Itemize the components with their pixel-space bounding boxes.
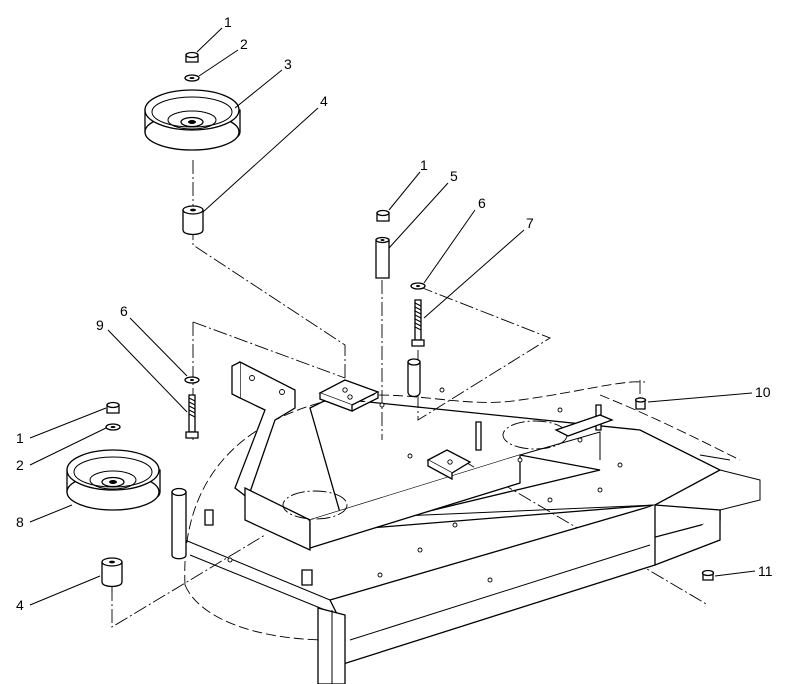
callout-2-lower: 2	[16, 457, 24, 473]
callout-11: 11	[758, 563, 773, 579]
part-9-bolt	[185, 394, 199, 439]
part-1-nut-lower	[106, 401, 120, 414]
callout-1-top: 1	[224, 14, 232, 30]
callout-8: 8	[16, 514, 24, 530]
part-4-spacer-upper	[182, 205, 204, 236]
part-7-bolt	[411, 299, 425, 347]
part-6-washer-left	[184, 376, 200, 384]
callout-7: 7	[526, 215, 534, 231]
callout-5: 5	[450, 168, 458, 184]
part-6-washer-center	[410, 282, 426, 290]
callouts: 1 2 3 4 1 5 6 7 6 9 1 2 8 4 10 11	[16, 14, 773, 613]
callout-4-top: 4	[320, 93, 328, 109]
deck-holes	[227, 387, 623, 583]
callout-1-center: 1	[420, 157, 428, 173]
callout-6-center: 6	[478, 195, 486, 211]
part-10-bolt	[634, 397, 647, 410]
part-2-washer-lower	[105, 423, 121, 431]
callout-10: 10	[755, 384, 771, 400]
part-8-lower-pulley	[66, 449, 161, 511]
idler-bracket	[231, 360, 601, 552]
part-1-nut-top	[185, 51, 199, 63]
part-11-nut	[701, 569, 715, 581]
part-3-upper-pulley	[144, 89, 241, 151]
callout-2-top: 2	[240, 36, 248, 52]
callout-9: 9	[96, 317, 104, 333]
leader-lines	[29, 27, 756, 606]
mount-plates	[171, 358, 614, 586]
part-5-spacer-tube	[375, 236, 390, 279]
callout-4-lower: 4	[16, 597, 24, 613]
callout-3: 3	[284, 56, 292, 72]
mower-deck	[184, 381, 761, 684]
callout-6-left: 6	[120, 303, 128, 319]
part-4-spacer-lower	[101, 557, 123, 588]
part-1-nut-center	[376, 209, 390, 222]
callout-1-lower: 1	[16, 430, 24, 446]
part-2-washer-top	[184, 74, 200, 82]
